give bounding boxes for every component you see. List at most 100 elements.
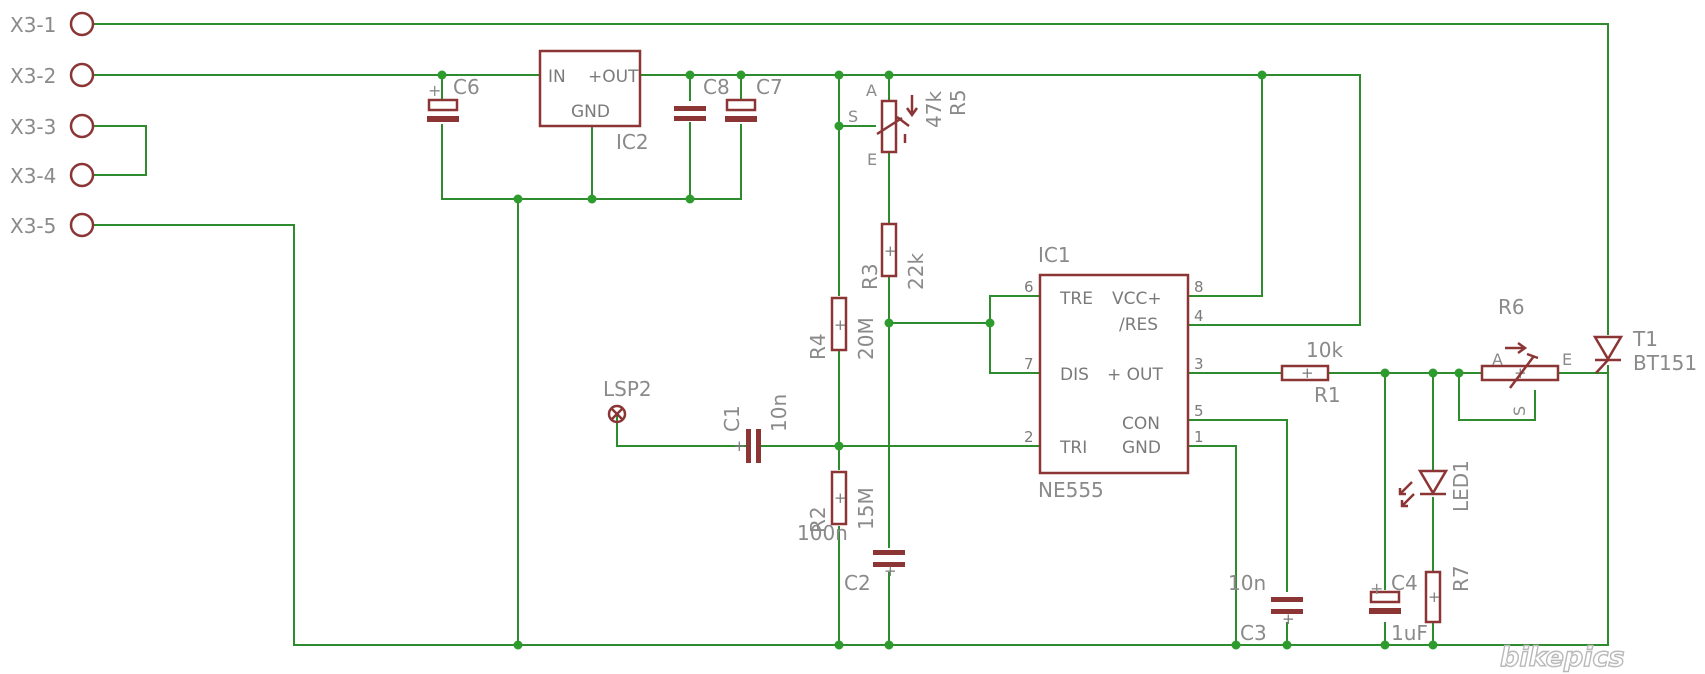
- c4-value: 1uF: [1391, 621, 1428, 645]
- r7-body: [1424, 570, 1442, 624]
- c3-capacitor: + 10n C3: [1228, 571, 1303, 645]
- junction-dot: [685, 194, 695, 204]
- led1-name: LED1: [1449, 460, 1473, 512]
- c2-name: C2: [844, 571, 871, 595]
- junction-dot: [685, 70, 695, 80]
- c6-plate-top: [427, 98, 459, 112]
- r6-pin-s: S: [1510, 406, 1529, 416]
- ic1-pin-gnd: GND: [1122, 438, 1161, 458]
- plus-icon: +: [834, 316, 847, 334]
- wire-con: [1188, 419, 1288, 592]
- c3-name: C3: [1240, 621, 1267, 645]
- r2-body: [830, 470, 848, 526]
- junction-dot: [1231, 640, 1241, 650]
- wire-lsp2: [616, 414, 733, 447]
- junction-dot: [587, 194, 597, 204]
- c7-plate-bottom: [725, 116, 757, 122]
- plus-icon: +: [733, 437, 746, 455]
- connector-label: X3-1: [10, 13, 56, 37]
- r5-pin-e: E: [867, 150, 877, 169]
- r6-pin-e: E: [1562, 350, 1572, 369]
- t1-gate: [1595, 359, 1609, 374]
- ic1-pin-number: 5: [1194, 402, 1204, 420]
- r3-body: [880, 222, 898, 278]
- c1-value: 10n: [767, 394, 791, 432]
- r1-body: [1280, 364, 1330, 382]
- junction-dot: [1282, 640, 1292, 650]
- ic1-pin-tri: TRI: [1059, 438, 1087, 458]
- ic1-pin-tre: TRE: [1059, 289, 1093, 309]
- wire-vcc-rail: [640, 74, 1361, 326]
- r7-name: R7: [1449, 565, 1473, 592]
- ic1-pin-out: + OUT: [1107, 365, 1163, 385]
- plus-icon: +: [428, 81, 441, 100]
- light-arrow-icon: [1401, 493, 1415, 507]
- ic1-ne555: IC1 NE555 TRE VCC+ /RES DIS + OUT CON TR…: [1024, 243, 1204, 502]
- ic1-value: NE555: [1038, 478, 1104, 502]
- c1-plate-right: [756, 429, 761, 463]
- c2-plate-top: [873, 550, 905, 555]
- plus-icon: +: [1282, 610, 1295, 628]
- ic1-pin-number: 8: [1194, 278, 1204, 296]
- lsp2-test-point: LSP2: [603, 377, 652, 424]
- connector-label: X3-3: [10, 115, 56, 139]
- junctions: [437, 70, 1464, 650]
- junction-dot: [834, 70, 844, 80]
- c8-plate-top: [674, 106, 706, 111]
- wire-ic1-gnd: [1188, 445, 1237, 645]
- junction-dot: [1428, 640, 1438, 650]
- junction-dot: [1257, 70, 1267, 80]
- connector-label: X3-2: [10, 64, 56, 88]
- r4-value: 20M: [854, 317, 878, 360]
- plus-icon: +: [1370, 579, 1383, 598]
- t1-thyristor: T1 BT151: [1592, 327, 1697, 375]
- ic1-pin-vcc: VCC+: [1112, 289, 1162, 309]
- ic2-body: [538, 49, 642, 128]
- connector-x3: X3-1 X3-2 X3-3 X3-4 X3-5: [10, 11, 95, 238]
- led1-triangle: [1417, 469, 1449, 496]
- ic1-pin-number: 6: [1024, 278, 1034, 296]
- r5-pin-s: S: [848, 107, 858, 126]
- c1-name: C1: [720, 405, 744, 432]
- ic1-pin-number: 1: [1194, 428, 1204, 446]
- ic1-pin-number: 7: [1024, 355, 1034, 373]
- ic1-pin-number: 3: [1194, 355, 1204, 373]
- lsp2-cross: [610, 407, 624, 421]
- c2-value: 100n: [797, 521, 848, 545]
- wire-x3-3-x3-4: [93, 125, 147, 176]
- ic2-pin-gnd: GND: [571, 102, 610, 122]
- junction-dot: [513, 640, 523, 650]
- ic1-pin-number: 4: [1194, 307, 1204, 325]
- r1-value: 10k: [1306, 338, 1343, 362]
- led1-diode: LED1: [1398, 460, 1473, 512]
- wire-pin6: [989, 295, 1040, 323]
- junction-dot: [1380, 368, 1390, 378]
- r5-wiper-arrow: [896, 116, 910, 127]
- c4-plate-top: [1369, 590, 1401, 604]
- c4-capacitor: + C4 1uF: [1369, 571, 1428, 645]
- wire-x3-1: [93, 23, 1609, 335]
- junction-dot: [736, 70, 746, 80]
- r3-name: R3: [858, 263, 882, 290]
- c4-plate-bottom: [1369, 608, 1401, 614]
- junction-dot: [437, 70, 447, 80]
- terminal-circle-icon: [69, 212, 95, 238]
- junction-dot: [1380, 640, 1390, 650]
- ic1-pin-con: CON: [1122, 414, 1160, 434]
- junction-dot: [513, 194, 523, 204]
- ic2-pin-in: IN: [548, 67, 566, 87]
- junction-dot: [884, 640, 894, 650]
- wires: [93, 23, 1609, 646]
- connector-label: X3-5: [10, 214, 56, 238]
- ic1-pin-number: 2: [1024, 428, 1034, 446]
- c7-name: C7: [756, 75, 783, 99]
- wire-t1-bot: [1440, 365, 1609, 646]
- c1-capacitor: + C1 10n: [720, 394, 791, 463]
- terminal-circle-icon: [69, 11, 95, 37]
- r6-body: [1480, 364, 1560, 382]
- c7-plate-top: [725, 98, 757, 112]
- c8-name: C8: [703, 75, 730, 99]
- c2-capacitor: + 100n C2: [797, 521, 905, 595]
- ic1-pin-res: /RES: [1119, 315, 1158, 335]
- wire-vcc-pin8: [1188, 75, 1263, 297]
